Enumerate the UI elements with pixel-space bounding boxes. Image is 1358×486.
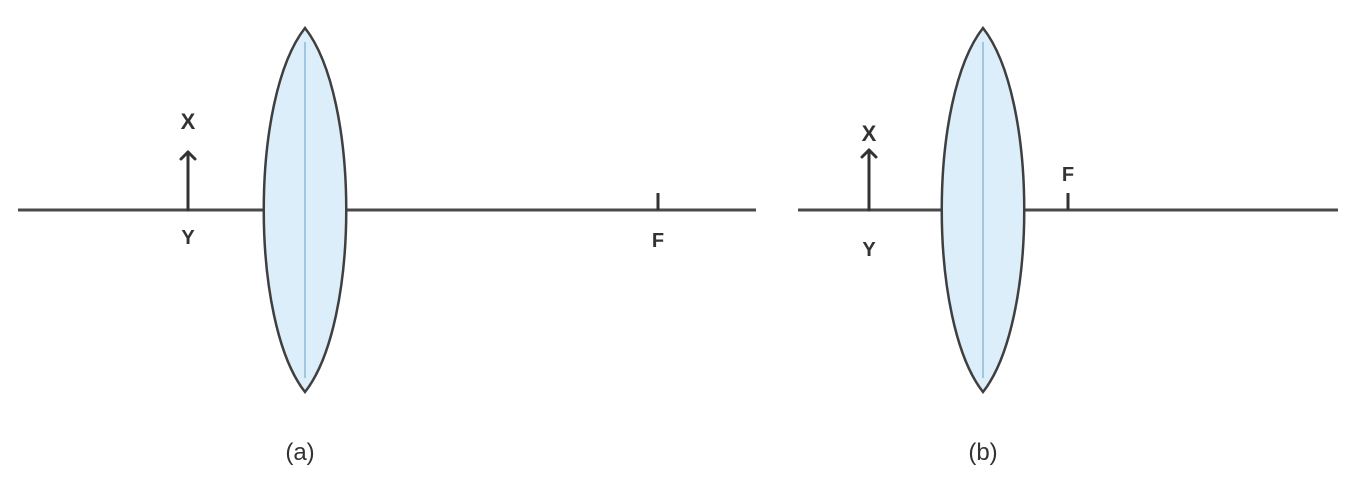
arrowhead-icon <box>860 148 878 159</box>
object-bottom-label-a: Y <box>181 227 195 249</box>
caption-b: (b) <box>968 439 997 466</box>
arrowhead-icon <box>179 150 197 161</box>
object-bottom-label-b: Y <box>862 239 876 261</box>
caption-a: (a) <box>285 439 314 466</box>
object-top-label-a: X <box>181 109 196 134</box>
diagram-a: X Y F (a) <box>18 25 756 466</box>
diagram-b: X Y F (b) <box>798 25 1338 466</box>
object-top-label-b: X <box>862 121 877 146</box>
focal-point-label-b: F <box>1062 164 1074 186</box>
object-arrow-a <box>179 150 197 212</box>
object-arrow-b <box>860 148 878 212</box>
focal-point-label-a: F <box>652 230 664 252</box>
